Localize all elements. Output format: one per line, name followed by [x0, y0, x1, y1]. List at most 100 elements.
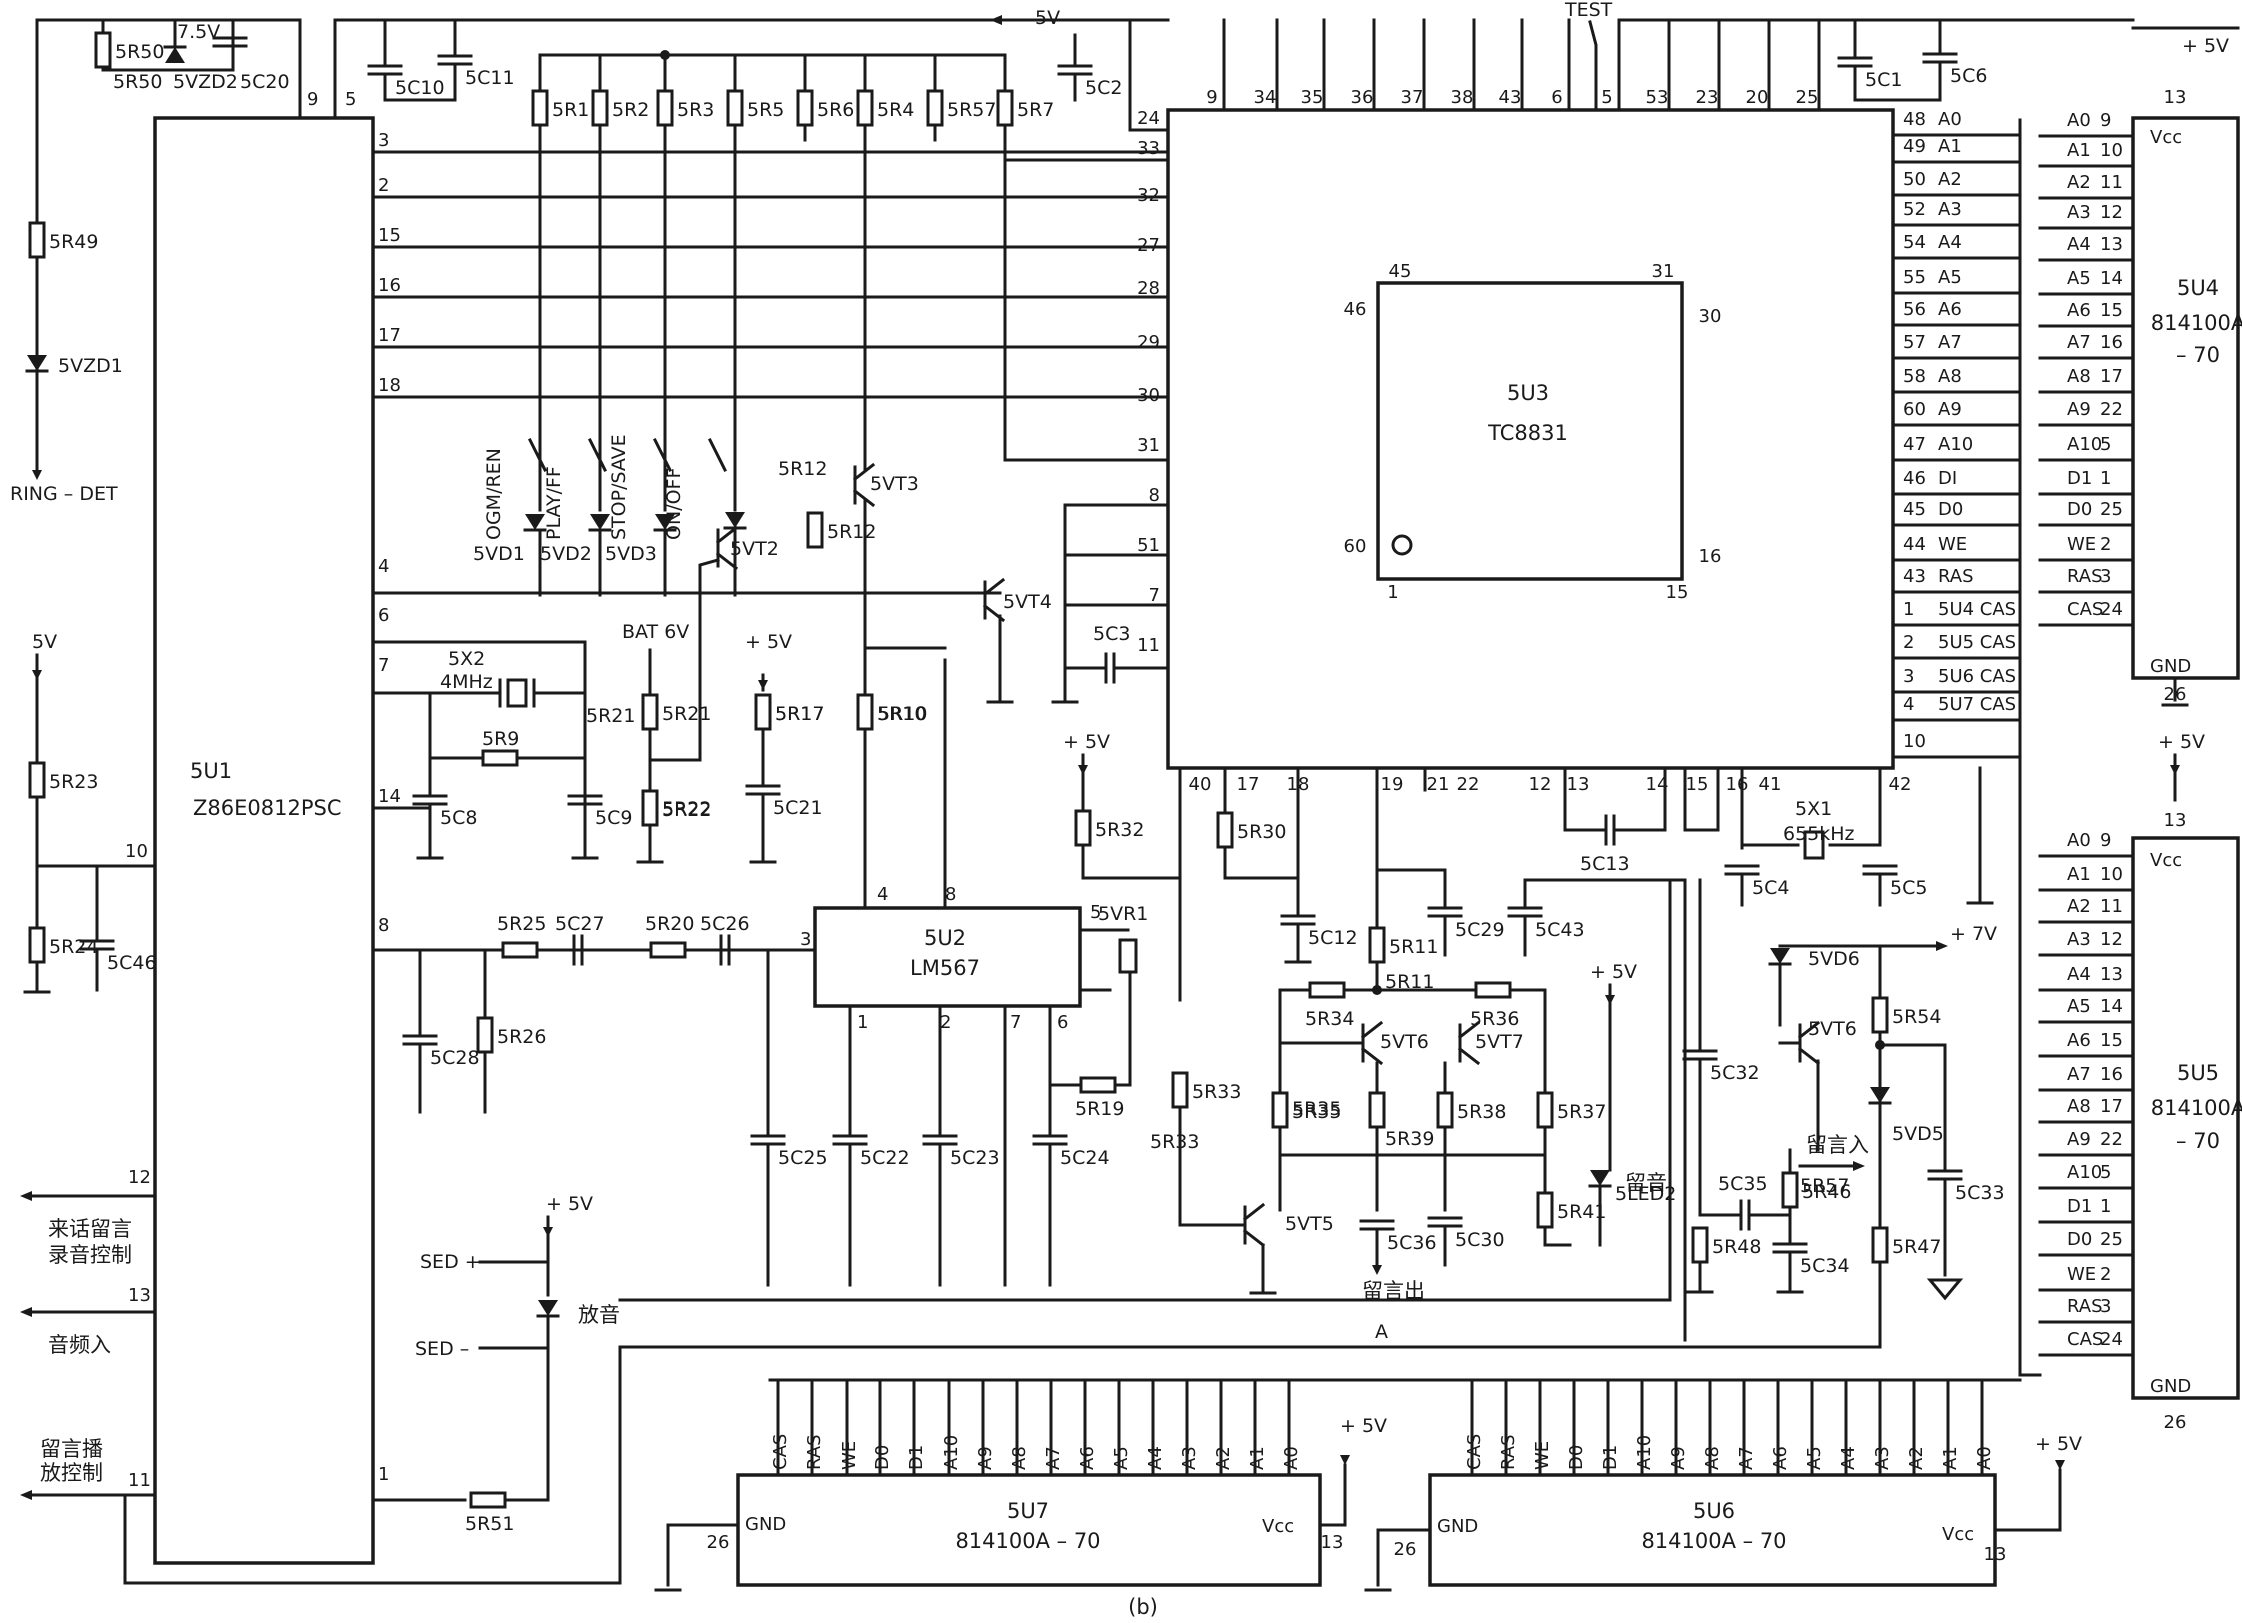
cap-5c1-label: 5C1	[1865, 69, 1902, 91]
res-5r20	[649, 941, 687, 959]
u1-pin-10: 10	[125, 841, 148, 862]
audio-label: 音频入	[48, 1333, 111, 1357]
u3-ref: 5U3	[1507, 381, 1549, 405]
u4-pin-num: 11	[2100, 172, 2123, 193]
u7-pin: RAS	[804, 1434, 825, 1470]
play-label-1: 留言播	[40, 1437, 103, 1461]
res-bank-1-label: 5R2	[612, 99, 649, 121]
cap-5c29-label: 5C29	[1455, 919, 1505, 941]
u3-right-pin: 48	[1903, 109, 1926, 130]
u7-pin: D1	[906, 1445, 927, 1470]
u4-pin-num: 17	[2100, 366, 2123, 387]
res-5r35	[1271, 1091, 1289, 1129]
wire	[1563, 766, 1608, 832]
res-bank-5-label: 5R4	[877, 99, 914, 121]
u6-vcc: Vcc	[1942, 1524, 1974, 1545]
u5-pin-num: 16	[2100, 1064, 2123, 1085]
cap-5c23-label: 5C23	[950, 1147, 1000, 1169]
u5-supply: + 5V	[2158, 731, 2205, 753]
u7-ref: 5U7	[1007, 1499, 1049, 1523]
res-5r21-lbl: 5R21	[586, 705, 635, 727]
arrow-down-icon	[543, 1227, 553, 1237]
u3-inner-15: 15	[1666, 582, 1689, 603]
u3-top-pin: 37	[1401, 87, 1424, 108]
res-5r10-label: 5R10	[877, 703, 926, 725]
u3-top-pin: 6	[1551, 87, 1562, 108]
pot-5vr1[interactable]	[1118, 938, 1138, 974]
u1-pin-right: 18	[378, 375, 401, 396]
u5-pin-num: 22	[2100, 1129, 2123, 1150]
u3-left-pin: 51	[1137, 535, 1160, 556]
arrow-down-icon	[32, 670, 42, 680]
cap-5c24-label: 5C24	[1060, 1147, 1110, 1169]
u4-pin-sig: A2	[2067, 172, 2091, 193]
u6-pin: CAS	[1464, 1434, 1485, 1470]
res-5r36	[1474, 981, 1512, 999]
u3-left-pin: 29	[1137, 332, 1160, 353]
u4-pin-sig: A6	[2067, 300, 2091, 321]
res-bank-0	[531, 89, 549, 127]
u4-gnd: GND	[2150, 656, 2191, 677]
u4-pin-num: 24	[2100, 599, 2123, 620]
res-5r37-label: 5R37	[1557, 1101, 1606, 1123]
u3-left-pin: 33	[1137, 138, 1160, 159]
u3-bottom-pin: 17	[1237, 774, 1260, 795]
res-5r47-label: 5R47	[1892, 1236, 1941, 1258]
trans-5vt7-e	[1457, 1046, 1481, 1066]
trans-5vt3-c	[852, 462, 876, 482]
u4-pin-num: 25	[2100, 499, 2123, 520]
u3-right-pin: 10	[1903, 731, 1926, 752]
sedm-label: SED –	[415, 1338, 469, 1360]
wire	[666, 1523, 740, 1587]
u3-top-pin: 9	[1206, 87, 1217, 108]
wire	[1376, 1528, 1432, 1587]
u5-pin-sig: RAS	[2067, 1296, 2103, 1317]
key-switch-2[interactable]	[652, 437, 673, 473]
u5-pin-num: 2	[2100, 1264, 2111, 1285]
arrow-down-icon	[1605, 995, 1615, 1005]
u3-right-pin: 4	[1903, 694, 1914, 715]
u5-pin-sig: CAS	[2067, 1329, 2103, 1350]
test-label: TEST	[1564, 0, 1613, 21]
key-switch-0[interactable]	[527, 437, 548, 473]
ring-det-label: RING – DET	[10, 483, 118, 505]
u4-ref: 5U4	[2177, 276, 2219, 300]
u3-top-pin: 35	[1301, 87, 1324, 108]
trans-5vt2-c	[715, 525, 739, 545]
lyout-label: 留言出	[1362, 1279, 1425, 1303]
res-5r39	[1368, 1091, 1386, 1129]
u4-supply: + 5V	[2182, 35, 2229, 57]
u4-pin-num: 22	[2100, 399, 2123, 420]
trans-5vt6b-e	[1797, 1046, 1821, 1066]
ground-triangle	[1926, 1278, 1964, 1301]
u3-bottom-pin: 12	[1529, 774, 1552, 795]
res-5r26	[476, 1016, 494, 1054]
key-switch-3[interactable]	[707, 437, 728, 473]
u3-inner-46: 46	[1344, 299, 1367, 320]
u6-ref: 5U6	[1693, 1499, 1735, 1523]
u7-vcc-pin: 13	[1321, 1532, 1344, 1553]
led-supply: + 5V	[1590, 961, 1637, 983]
u4-pin-sig: A7	[2067, 332, 2091, 353]
u5-part: 814100A	[2151, 1096, 2242, 1120]
trans-5vt6a-c	[1360, 1020, 1384, 1040]
cap-5c30-label: 5C30	[1455, 1229, 1505, 1251]
u3-right-sig: A1	[1938, 136, 1962, 157]
res-5r17	[754, 693, 772, 731]
u4-pin-sig: A3	[2067, 202, 2091, 223]
wire	[1612, 766, 1667, 832]
res-5r38	[1436, 1091, 1454, 1129]
u5-pin-sig: A3	[2067, 929, 2091, 950]
junction-dot	[1372, 985, 1382, 995]
u3-top-pin: 25	[1796, 87, 1819, 108]
lyin-label: 留言入	[1806, 1133, 1869, 1157]
u3-right-pin: 56	[1903, 299, 1926, 320]
key-switch-1[interactable]	[587, 437, 608, 473]
u5-pin-sig: D0	[2067, 1229, 2092, 1250]
res-bank-4	[796, 89, 814, 127]
u7-pin: A8	[1009, 1446, 1030, 1470]
u2-pin-8: 8	[945, 884, 956, 905]
u6-pin: WE	[1532, 1441, 1553, 1470]
u4-vcc-pin: 13	[2164, 87, 2187, 108]
res-5r54	[1691, 1226, 1709, 1264]
